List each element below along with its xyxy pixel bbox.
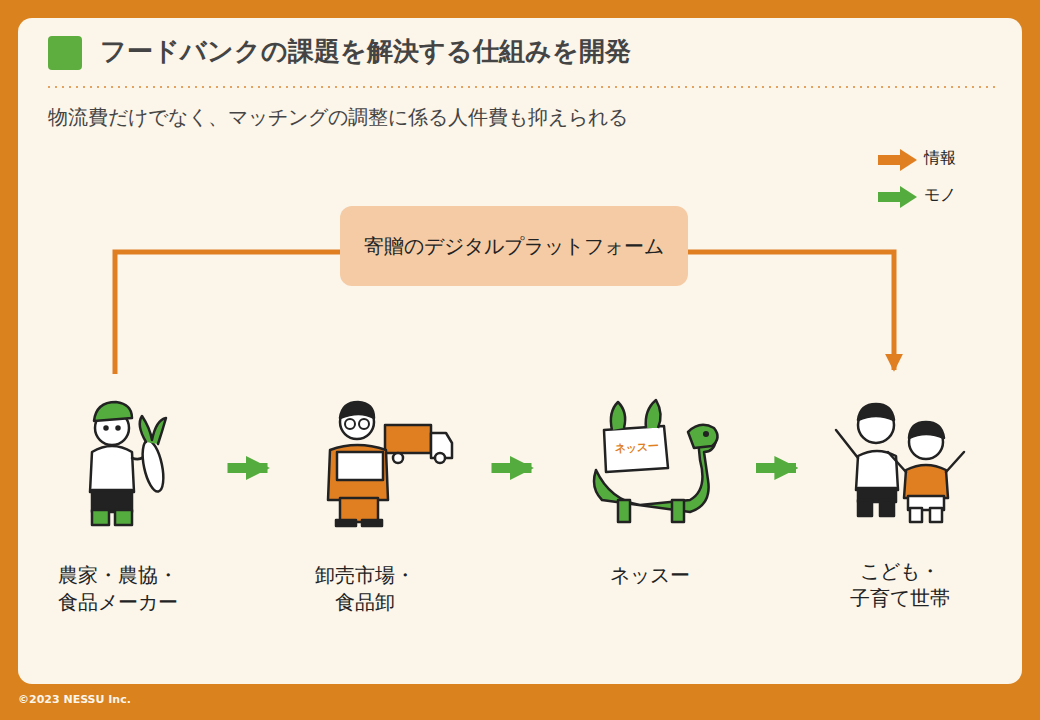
- dinosaur-illustration: [594, 400, 718, 522]
- wholesaler-illustration: [328, 402, 452, 526]
- legend-text: 情報: [924, 148, 956, 169]
- info-line: [115, 252, 340, 374]
- children-illustration: [836, 404, 964, 522]
- goods-arrow: [492, 463, 532, 473]
- farmer-illustration: [90, 402, 167, 525]
- box-label: ネッスー: [615, 439, 660, 456]
- node-label: こども・ 子育て世帯: [842, 558, 958, 612]
- legend-arrow-green: [878, 186, 917, 208]
- info-line: [688, 252, 894, 370]
- legend-text: モノ: [924, 185, 956, 206]
- copyright: ©2023 NESSU Inc.: [18, 693, 131, 706]
- wholesaler-node: 卸売市場・ 食品卸: [297, 376, 433, 626]
- legend-arrow-orange: [878, 149, 917, 171]
- node-label: 農家・農協・ 食品メーカー: [37, 562, 198, 616]
- goods-arrow: [756, 463, 796, 473]
- nessu-node: ネッスー: [590, 376, 710, 626]
- platform-box: 寄贈のデジタルプラットフォーム: [340, 206, 688, 286]
- family-node: こども・ 子育て世帯: [842, 372, 958, 626]
- panel: [18, 18, 1022, 684]
- farmer-node: 農家・農協・ 食品メーカー: [37, 376, 198, 626]
- box-text: 寄贈のデジタルプラットフォーム: [364, 233, 664, 260]
- goods-arrow: [228, 463, 268, 473]
- dotted-rule: [48, 86, 1000, 88]
- subtitle: 物流費だけでなく、マッチングの調整に係る人件費も抑えられる: [48, 104, 628, 131]
- title: フードバンクの課題を解決する仕組みを開発: [100, 34, 631, 69]
- node-label: ネッスー: [610, 562, 690, 589]
- node-label: 卸売市場・ 食品卸: [297, 562, 433, 616]
- title-square: [48, 36, 82, 70]
